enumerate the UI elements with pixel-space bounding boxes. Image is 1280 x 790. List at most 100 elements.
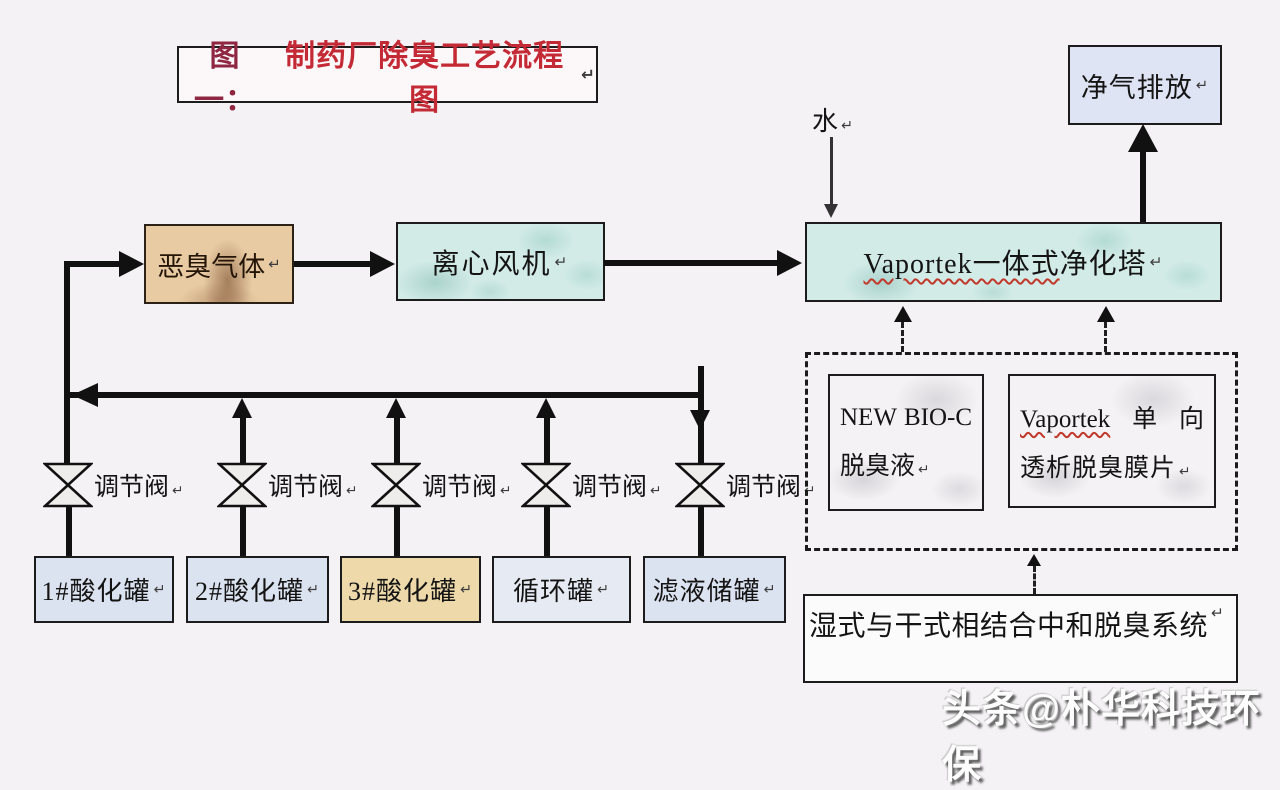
- paragraph-mark-icon: ↵: [268, 255, 281, 273]
- manifold-line: [64, 392, 704, 398]
- supply-arrow1-line: [901, 322, 904, 352]
- paragraph-mark-icon: ↵: [597, 581, 610, 598]
- title-text: 制药厂除臭工艺流程图: [285, 39, 565, 117]
- system-label: 湿式与干式相结合中和脱臭系统: [809, 611, 1209, 642]
- tower-box: Vaportek一体式净化塔 ↵: [805, 222, 1222, 302]
- paragraph-mark-icon: ↵: [460, 581, 473, 598]
- flow-line-riser-to-odor: [66, 261, 120, 267]
- valve1-tank-line: [65, 506, 72, 557]
- paragraph-mark-icon: ↵: [804, 483, 816, 499]
- paragraph-mark-icon: ↵: [1195, 76, 1210, 94]
- tower-rest-label: 净化塔: [1059, 249, 1147, 280]
- water-arrow-line: [830, 137, 833, 205]
- paragraph-mark-icon: ↵: [307, 581, 320, 598]
- bio-c-line2: 脱臭液↵: [840, 452, 930, 480]
- valve-icon: [371, 462, 421, 508]
- tower-brand-label: Vaportek一体式: [863, 249, 1060, 280]
- supply-arrow1-head-icon: [894, 306, 912, 322]
- valve3-label: 调节阀↵: [422, 474, 512, 501]
- valve2-tank-line: [239, 506, 246, 557]
- bio-c-line1: NEW BIO-C: [840, 404, 972, 432]
- paragraph-mark-icon: ↵: [554, 252, 570, 271]
- arrow-head-into-outlet-icon: [1128, 124, 1158, 152]
- valve5-down-line: [697, 398, 704, 464]
- valve4-label: 调节阀↵: [572, 474, 662, 501]
- paragraph-mark-icon: ↵: [500, 483, 512, 499]
- clean-gas-label: 净气排放: [1080, 72, 1193, 103]
- tank-3-box: 3#酸化罐↵: [340, 556, 481, 623]
- water-text: 水: [812, 107, 839, 136]
- flow-line-tower-to-outlet: [1140, 149, 1146, 222]
- tank-2-box: 2#酸化罐↵: [186, 556, 329, 623]
- membrane-word1: 单: [1132, 405, 1158, 433]
- membrane-line1: Vaportek 单 向: [1020, 399, 1204, 435]
- tank-5-label: 滤液储罐: [652, 577, 761, 606]
- tank-2-label: 2#酸化罐: [195, 577, 305, 606]
- water-label: 水↵: [812, 101, 853, 138]
- tank-3-label: 3#酸化罐: [348, 577, 458, 606]
- odor-gas-box: 恶臭气体 ↵: [144, 224, 294, 304]
- arrow-head-into-tower-icon: [777, 250, 802, 276]
- paragraph-mark-icon: ↵: [1179, 463, 1192, 480]
- bio-c-word1: NEW: [840, 403, 897, 431]
- paragraph-mark-icon: ↵: [841, 118, 853, 134]
- supply-arrow2-head-icon: [1097, 306, 1115, 322]
- riser-line: [64, 261, 70, 463]
- paragraph-mark-icon: ↵: [153, 581, 167, 598]
- valve-icon: [43, 462, 93, 508]
- arrow-head-into-fan-icon: [370, 251, 395, 277]
- membrane-box: Vaportek 单 向 透析脱臭膜片↵: [1008, 374, 1216, 508]
- valve3-up-line: [393, 416, 400, 464]
- valve3-up-arrow-icon: [386, 398, 406, 418]
- system-box: 湿式与干式相结合中和脱臭系统 ↵: [803, 594, 1238, 683]
- paragraph-mark-icon: ↵: [1149, 253, 1164, 271]
- valve4-tank-line: [543, 506, 550, 557]
- supply-arrow2-line: [1104, 322, 1107, 352]
- title-prefix: 图一：: [194, 39, 257, 117]
- valve5-down-arrow-icon: [690, 410, 710, 430]
- paragraph-mark-icon: ↵: [763, 581, 777, 598]
- paragraph-mark-icon: ↵: [172, 483, 184, 499]
- paragraph-mark-icon: ↵: [581, 65, 596, 84]
- title-box: 图一： 制药厂除臭工艺流程图 ↵: [177, 40, 598, 117]
- tank-4-box: 循环罐↵: [492, 556, 631, 623]
- watermark: 头条@朴华科技环保: [942, 688, 1262, 787]
- tank-4-label: 循环罐: [513, 577, 595, 606]
- paragraph-mark-icon: ↵: [346, 483, 358, 499]
- valve5-label: 调节阀↵: [726, 474, 816, 501]
- valve5-stub-line: [697, 366, 704, 392]
- membrane-word2: 向: [1178, 405, 1204, 433]
- tank-1-label: 1#酸化罐: [41, 577, 151, 606]
- valve5-tank-line: [697, 506, 704, 557]
- manifold-left-arrow-icon: [72, 383, 98, 407]
- arrow-head-into-odor-icon: [119, 251, 144, 277]
- fan-label: 离心风机: [431, 248, 552, 280]
- fan-box: 离心风机 ↵: [396, 222, 605, 301]
- valve2-up-arrow-icon: [232, 398, 252, 418]
- valve-icon: [521, 462, 571, 508]
- bio-c-box: NEW BIO-C 脱臭液↵: [828, 374, 984, 511]
- valve2-up-line: [239, 416, 246, 464]
- odor-gas-label: 恶臭气体: [157, 251, 266, 282]
- valve4-up-arrow-icon: [536, 398, 556, 418]
- supply-group-dashed-box: [805, 352, 1238, 551]
- paragraph-mark-icon: ↵: [1211, 604, 1225, 622]
- system-connector-line: [1032, 566, 1036, 594]
- valve4-up-line: [543, 416, 550, 464]
- flow-line-odor-to-fan: [294, 261, 371, 267]
- tank-5-box: 滤液储罐↵: [643, 556, 786, 623]
- bio-c-word2: BIO-C: [903, 403, 972, 431]
- valve3-tank-line: [393, 506, 400, 557]
- valve2-label: 调节阀↵: [268, 474, 358, 501]
- valve1-label: 调节阀↵: [94, 474, 184, 501]
- water-arrow-head-icon: [824, 204, 838, 218]
- paragraph-mark-icon: ↵: [650, 483, 662, 499]
- membrane-brand: Vaportek: [1020, 405, 1111, 433]
- system-connector-head-icon: [1027, 554, 1041, 566]
- membrane-line2: 透析脱臭膜片↵: [1020, 454, 1192, 482]
- tank-1-box: 1#酸化罐↵: [34, 556, 174, 623]
- valve-icon: [675, 462, 725, 508]
- valve-icon: [217, 462, 267, 508]
- flow-line-fan-to-tower: [604, 260, 778, 266]
- paragraph-mark-icon: ↵: [918, 461, 930, 478]
